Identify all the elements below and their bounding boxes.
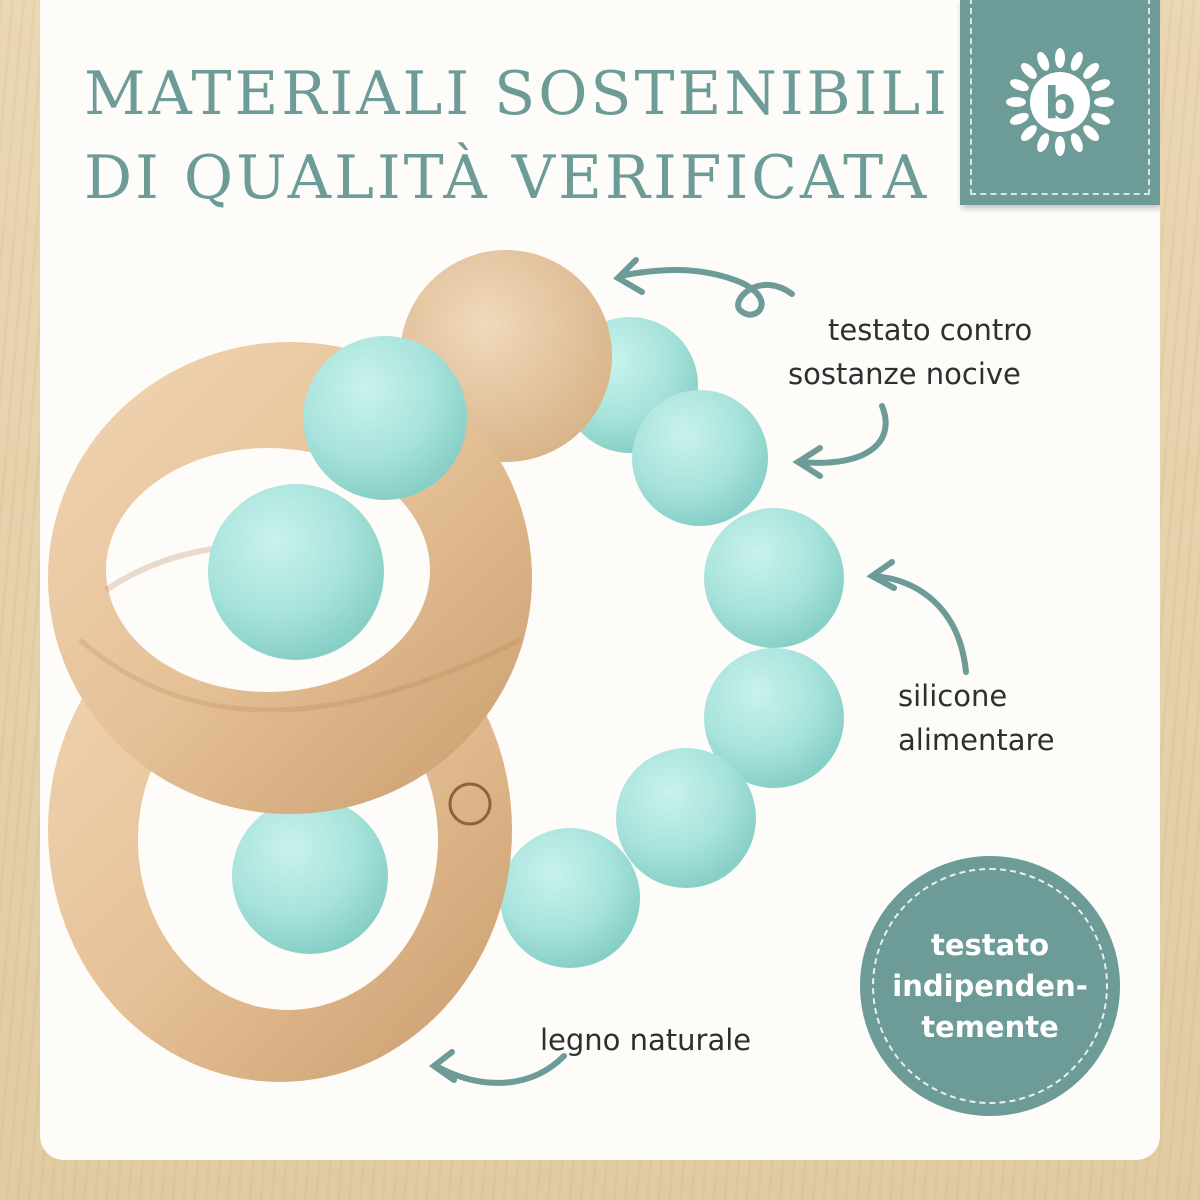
arrowhead-icon [613, 257, 645, 295]
title-line-1: Materiali sostenibili [84, 59, 950, 129]
info-card: Materiali sostenibili di qualità verific… [40, 0, 1160, 1160]
independent-test-badge: testato indipenden- temente [860, 856, 1120, 1116]
badge-line: indipenden- [892, 968, 1088, 1003]
title-line-2: di qualità verificata [84, 143, 930, 213]
silicone-bead [616, 748, 756, 888]
label-line: silicone [898, 679, 1008, 713]
page-title: Materiali sostenibili di qualità verific… [84, 52, 950, 220]
arrow-food-silicone-1 [797, 403, 889, 466]
teether-rattle-image [48, 250, 969, 1086]
badge-line: testato [930, 927, 1049, 962]
silicone-bead [232, 798, 388, 954]
label-line: sostanze nocive [788, 357, 1021, 391]
silicone-bead [208, 484, 384, 660]
badge-line: temente [921, 1009, 1059, 1044]
silicone-bead [704, 508, 844, 648]
arrow-food-silicone-2 [871, 573, 969, 675]
arrow-harmful-substances [617, 266, 795, 318]
silicone-bead [632, 390, 768, 526]
brand-tag: b [960, 0, 1160, 205]
arrowhead-icon [792, 445, 823, 479]
arrow-natural-wood [433, 1053, 567, 1086]
arrowhead-icon [866, 559, 897, 591]
silicone-bead [500, 828, 640, 968]
arrowhead-icon [428, 1049, 457, 1083]
arrows [428, 257, 969, 1086]
label-line: testato contro [828, 313, 1033, 347]
wood-stamp-icon [448, 782, 492, 826]
label-line: alimentare [898, 723, 1055, 757]
badge-text: testato indipenden- temente [892, 925, 1087, 1048]
label-line: legno naturale [540, 1023, 752, 1057]
label-natural-wood: legno naturale [540, 1018, 751, 1062]
label-harmful-substances: testato contro sostanze nocive [788, 308, 1032, 396]
label-food-silicone: silicone alimentare [898, 674, 1055, 762]
silicone-bead [303, 336, 467, 500]
silicone-bead [704, 648, 844, 788]
